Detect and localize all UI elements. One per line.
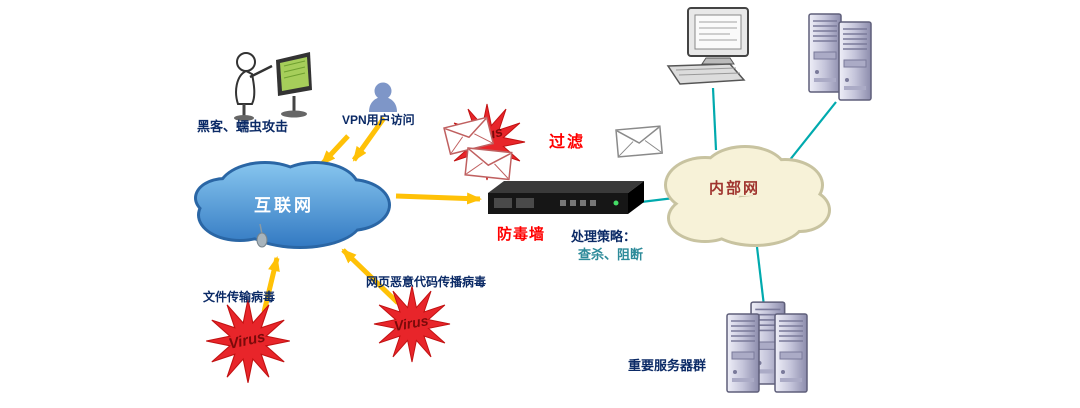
arrow-filevirus-to-internet xyxy=(261,256,280,313)
strategy-actions-label: 查杀、阻断 xyxy=(578,247,644,262)
virus-burst-file: Virus xyxy=(205,298,291,384)
connector-cloud-servercluster xyxy=(755,246,766,307)
file-virus-label: 文件传输病毒 xyxy=(203,290,276,304)
firewall-label: 防毒墙 xyxy=(497,226,546,243)
filter-label: 过滤 xyxy=(549,134,586,151)
strategy-title-label: 处理策略： xyxy=(571,229,637,244)
mail-envelope-icon xyxy=(464,147,513,181)
arrow-vpn-to-internet xyxy=(351,116,387,162)
desktop-computer-icon xyxy=(666,7,749,85)
internal-network-cloud xyxy=(664,145,831,247)
virus-burst-web: Virus xyxy=(373,285,451,363)
firewall-appliance-icon xyxy=(488,181,644,214)
connector-server-cloud xyxy=(788,101,837,162)
server-tower-icon xyxy=(808,13,872,101)
hacker-workstation-icon xyxy=(234,52,312,121)
arrow-webvirus-to-internet xyxy=(341,248,400,305)
mail-envelope-icon xyxy=(615,125,663,158)
hacker-attack-label: 黑客、蠕虫攻击 xyxy=(197,119,289,134)
internal-network-label: 内部网 xyxy=(709,180,761,197)
internet-cloud-label: 互联网 xyxy=(254,196,314,215)
attack-arrows xyxy=(261,116,482,313)
vpn-user-icon xyxy=(369,82,397,112)
internet-cloud xyxy=(194,161,391,249)
vpn-user-label: VPN用户访问 xyxy=(342,113,415,127)
web-virus-label: 网页恶意代码传播病毒 xyxy=(366,275,487,289)
server-cluster-icon xyxy=(726,301,808,393)
important-servers-label: 重要服务器群 xyxy=(628,358,707,373)
arrow-hacker-to-internet xyxy=(320,134,350,166)
virus-badge-text: Virus xyxy=(393,312,430,334)
connector-computer-cloud xyxy=(711,87,718,151)
mouse-icon xyxy=(256,223,268,248)
arrow-internet-to-firewall xyxy=(395,192,482,205)
